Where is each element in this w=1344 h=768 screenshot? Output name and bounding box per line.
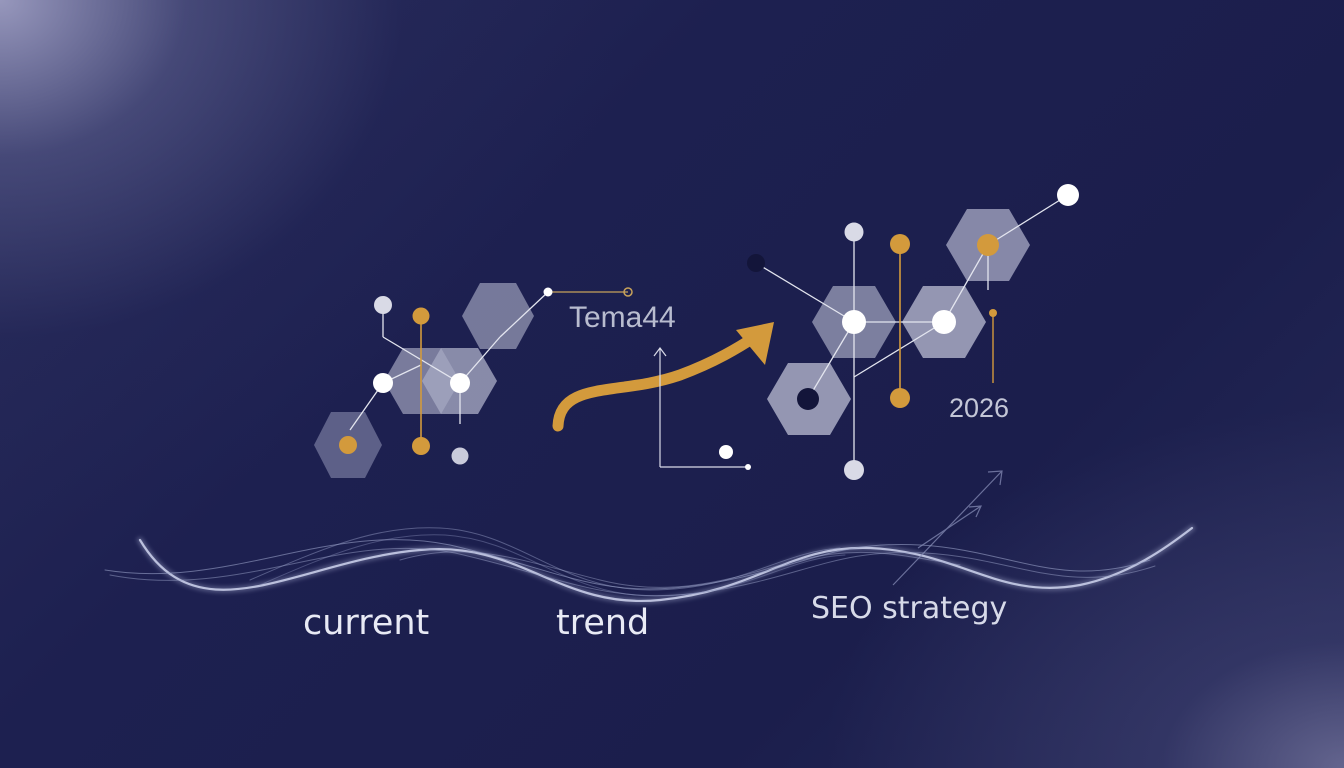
current-label: current	[303, 603, 430, 643]
node	[623, 287, 633, 297]
tema-label: Tema44	[569, 301, 676, 334]
left-cluster	[314, 283, 633, 478]
node	[890, 234, 910, 254]
node	[890, 388, 910, 408]
node	[797, 388, 819, 410]
node	[977, 234, 999, 256]
node	[412, 437, 430, 455]
wave-thread-1	[104, 539, 1151, 590]
node	[1057, 184, 1079, 206]
node	[412, 307, 430, 325]
node	[745, 464, 751, 470]
node	[932, 310, 956, 334]
wave-main	[138, 526, 1194, 603]
node	[719, 445, 733, 459]
wave-thread-5	[399, 551, 961, 588]
node	[543, 287, 553, 297]
node	[339, 436, 357, 454]
right-cluster	[747, 184, 1079, 480]
trend-label: trend	[556, 603, 650, 643]
year-label: 2026	[949, 393, 1010, 423]
wave-thread-2	[109, 547, 1156, 597]
node	[747, 254, 765, 272]
seo-strategy-label: SEO strategy	[811, 591, 1008, 626]
faint-arrows	[892, 470, 1003, 586]
node	[844, 222, 864, 242]
wave-thread-3	[249, 527, 841, 591]
growth-arrow	[552, 322, 774, 432]
node	[450, 373, 470, 393]
node	[842, 310, 866, 334]
hexagon	[462, 283, 534, 349]
axis-sketch	[653, 347, 748, 468]
node	[844, 460, 864, 480]
wave-lines	[104, 525, 1195, 604]
node	[989, 309, 997, 317]
node	[451, 447, 469, 465]
wave-thread-4	[259, 534, 846, 597]
node	[374, 296, 392, 314]
node	[373, 373, 393, 393]
